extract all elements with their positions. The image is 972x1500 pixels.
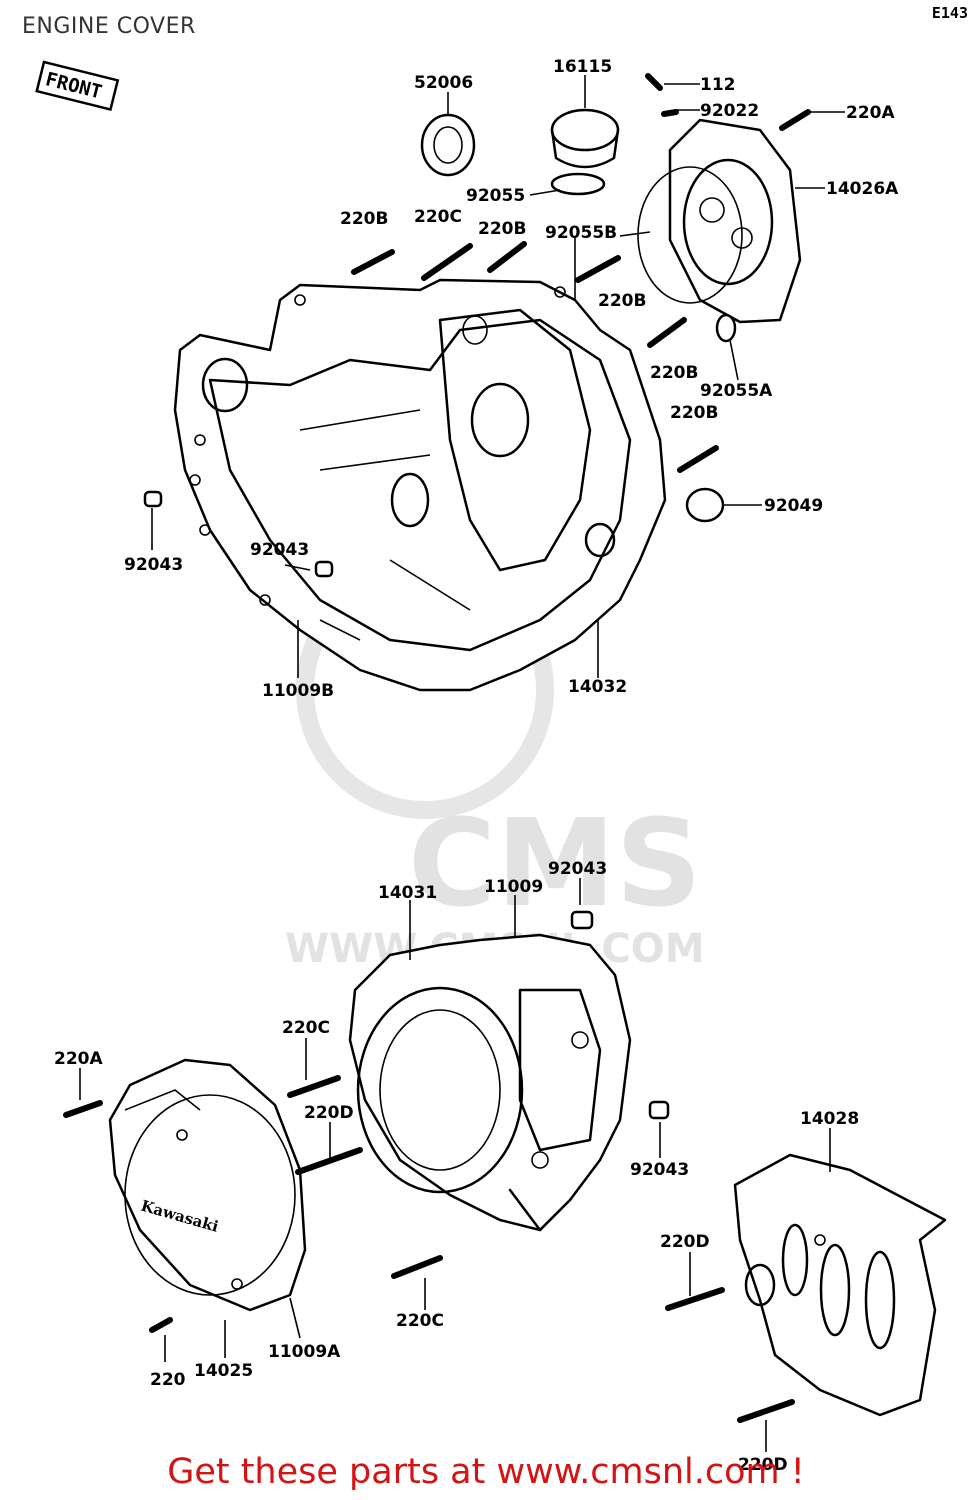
o-ring-92055 bbox=[550, 172, 606, 196]
diagram-code: E143 bbox=[931, 4, 968, 22]
label-220C-1: 220C bbox=[414, 207, 462, 227]
dowel-92043-d bbox=[648, 1100, 670, 1120]
page-title: ENGINE COVER bbox=[22, 14, 196, 39]
label-220B-3: 220B bbox=[598, 291, 646, 311]
label-220B-4: 220B bbox=[650, 363, 698, 383]
label-220C-2: 220C bbox=[282, 1018, 330, 1038]
label-14031: 14031 bbox=[378, 883, 437, 903]
generator-cover-14025: Kawasaki bbox=[108, 1058, 307, 1312]
footer-link[interactable]: Get these parts at www.cmsnl.com ! bbox=[167, 1452, 805, 1492]
label-220B-1: 220B bbox=[340, 209, 388, 229]
label-220D-2: 220D bbox=[660, 1232, 710, 1252]
label-220B-2: 220B bbox=[478, 219, 526, 239]
label-92043-1: 92043 bbox=[124, 555, 183, 575]
label-92055A: 92055A bbox=[700, 381, 773, 401]
label-92043-3: 92043 bbox=[548, 859, 607, 879]
dowel-92043-c bbox=[570, 910, 594, 930]
label-11009A: 11009A bbox=[268, 1342, 341, 1362]
label-92055B: 92055B bbox=[545, 223, 617, 243]
label-16115: 16115 bbox=[553, 57, 612, 77]
cap-16115 bbox=[550, 108, 620, 169]
label-92022: 92022 bbox=[700, 101, 759, 121]
o-ring-92055A bbox=[715, 313, 737, 343]
leader-lines-bottom bbox=[79, 878, 831, 1452]
seal-52006 bbox=[420, 113, 476, 177]
watermark-brand: CMS bbox=[408, 795, 702, 934]
label-92043-4: 92043 bbox=[630, 1160, 689, 1180]
label-92055: 92055 bbox=[466, 186, 525, 206]
bolts-top bbox=[351, 73, 811, 473]
label-220C-3: 220C bbox=[396, 1311, 444, 1331]
bolts-bottom bbox=[63, 1075, 795, 1423]
label-92049: 92049 bbox=[764, 496, 823, 516]
label-14026A: 14026A bbox=[826, 179, 899, 199]
label-220: 220 bbox=[150, 1370, 186, 1390]
label-220D-1: 220D bbox=[304, 1103, 354, 1123]
part-labels: 52006 16115 112 92022 220A 14026A 220B 2… bbox=[54, 57, 899, 1475]
dowel-92043-a bbox=[143, 490, 163, 508]
label-11009B: 11009B bbox=[262, 681, 334, 701]
label-14025: 14025 bbox=[194, 1361, 253, 1381]
label-220B-5: 220B bbox=[670, 403, 718, 423]
label-220D-3: 220D bbox=[738, 1455, 788, 1475]
pump-cover-14026A bbox=[637, 118, 802, 324]
label-52006: 52006 bbox=[414, 73, 473, 93]
label-112: 112 bbox=[700, 75, 736, 95]
label-220A-top: 220A bbox=[846, 103, 895, 123]
sprocket-cover-14028 bbox=[733, 1153, 947, 1417]
label-220A-bottom: 220A bbox=[54, 1049, 103, 1069]
dowel-92043-b bbox=[314, 560, 334, 578]
label-14028: 14028 bbox=[800, 1109, 859, 1129]
front-direction-tag: FRONT bbox=[35, 60, 120, 112]
seal-92049 bbox=[685, 487, 725, 523]
label-92043-2: 92043 bbox=[250, 540, 309, 560]
leader-lines-top bbox=[151, 75, 845, 678]
label-14032: 14032 bbox=[568, 677, 627, 697]
crankcase-cover-14032 bbox=[173, 278, 667, 692]
clutch-cover-14031 bbox=[348, 933, 632, 1232]
label-11009: 11009 bbox=[484, 877, 543, 897]
